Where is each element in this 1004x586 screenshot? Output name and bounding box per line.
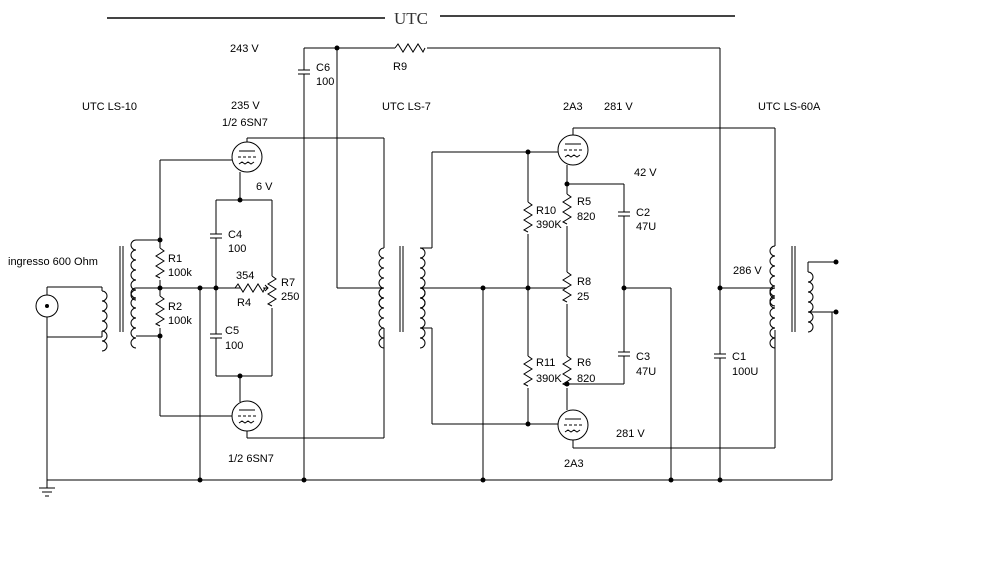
label-input: ingresso 600 Ohm (8, 256, 98, 268)
label-c1-ref: C1 (732, 351, 746, 363)
label-r2-value: 100k (168, 315, 192, 327)
c4-capacitor (209, 233, 223, 239)
label-r8-value: 25 (577, 291, 589, 303)
label-c1-value: 100U (732, 366, 758, 378)
r10-resistor (523, 201, 533, 233)
label-281v-top: 281 V (604, 101, 633, 113)
label-utc-ls60a: UTC LS-60A (758, 101, 821, 113)
label-235v: 235 V (231, 100, 260, 112)
label-c5-ref: C5 (225, 325, 239, 337)
r11-resistor (523, 355, 533, 387)
label-c3-ref: C3 (636, 351, 650, 363)
r1-resistor (155, 247, 165, 279)
label-r7-value: 250 (281, 291, 299, 303)
tube-2a3-bottom (557, 409, 589, 441)
c3-capacitor (617, 351, 631, 357)
label-6v: 6 V (256, 181, 273, 193)
label-r9-ref: R9 (393, 61, 407, 73)
r8-potentiometer (562, 271, 572, 303)
label-r10-value: 390K (536, 219, 562, 231)
label-243v: 243 V (230, 43, 259, 55)
label-c2-value: 47U (636, 221, 656, 233)
label-r11-value: 390K (536, 373, 562, 385)
r5-resistor (562, 193, 572, 225)
label-c6-value: 100 (316, 76, 334, 88)
label-r5-ref: R5 (577, 196, 591, 208)
label-2a3-bottom: 2A3 (564, 458, 584, 470)
c1-capacitor (713, 353, 727, 359)
utc-logo: UTC (394, 9, 428, 28)
label-286v: 286 V (733, 265, 762, 277)
ls60a-secondary-coil (807, 271, 814, 333)
label-c4-ref: C4 (228, 229, 242, 241)
label-tube-bottom: 1/2 6SN7 (228, 453, 274, 465)
r7-potentiometer (267, 275, 277, 307)
label-r8-ref: R8 (577, 276, 591, 288)
tube-6sn7-bottom (231, 400, 263, 432)
label-r4-ref: R4 (237, 297, 251, 309)
label-r6-value: 820 (577, 373, 595, 385)
c6-capacitor (297, 69, 311, 75)
label-r1-value: 100k (168, 267, 192, 279)
ls10-primary-coil (101, 290, 108, 352)
label-c3-value: 47U (636, 366, 656, 378)
output-terminal-bottom (833, 309, 839, 315)
label-r4-value: 354 (236, 270, 254, 282)
label-r11-ref: R11 (536, 357, 555, 369)
label-tube-top: 1/2 6SN7 (222, 117, 268, 129)
label-r5-value: 820 (577, 211, 595, 223)
label-c6-ref: C6 (316, 62, 330, 74)
c5-capacitor (209, 333, 223, 339)
label-c4-value: 100 (228, 243, 246, 255)
label-c5-value: 100 (225, 340, 243, 352)
c2-capacitor (617, 211, 631, 217)
r2-resistor (155, 295, 165, 327)
label-r2-ref: R2 (168, 301, 182, 313)
label-utc-ls7: UTC LS-7 (382, 101, 431, 113)
r9-resistor (394, 43, 426, 53)
label-r7-ref: R7 (281, 277, 295, 289)
tube-6sn7-top (231, 141, 263, 173)
label-2a3-top: 2A3 (563, 101, 583, 113)
label-281v-bottom: 281 V (616, 428, 645, 440)
label-42v: 42 V (634, 167, 657, 179)
label-r1-ref: R1 (168, 253, 182, 265)
label-r10-ref: R10 (536, 205, 556, 217)
label-utc-ls10: UTC LS-10 (82, 101, 137, 113)
tube-2a3-top (557, 134, 589, 166)
output-terminal-top (833, 259, 839, 265)
label-r6-ref: R6 (577, 357, 591, 369)
label-c2-ref: C2 (636, 207, 650, 219)
